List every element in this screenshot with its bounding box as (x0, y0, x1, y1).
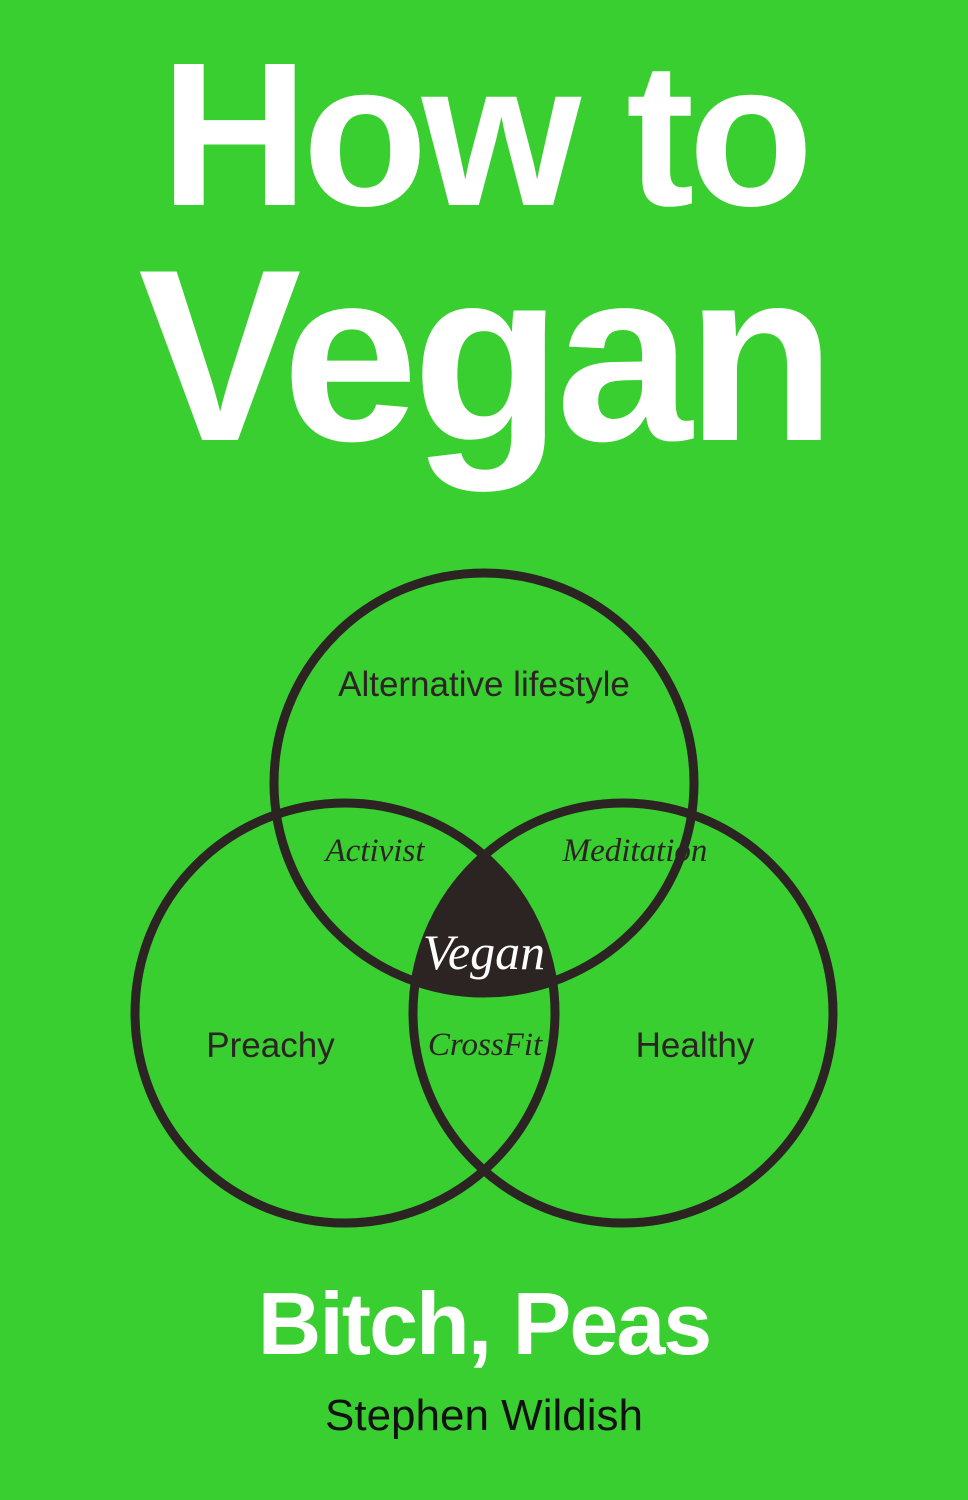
venn-label-meditation: Meditation (562, 833, 708, 869)
venn-label-preachy: Preachy (206, 1026, 335, 1065)
venn-label-healthy: Healthy (635, 1026, 755, 1065)
author-name: Stephen Wildish (325, 1391, 643, 1440)
venn-circle-alternative (269, 568, 699, 998)
title-line-2: Vegan (138, 217, 836, 492)
venn-label-crossfit: CrossFit (427, 1027, 543, 1063)
venn-circle-preachy (130, 798, 560, 1228)
venn-label-vegan: Vegan (422, 924, 546, 980)
venn-label-activist: Activist (325, 833, 425, 869)
page-title: How to Vegan (0, 20, 968, 492)
title-line-1: How to (160, 20, 813, 249)
venn-circle-healthy (408, 798, 838, 1228)
venn-label-alternative-lifestyle: Alternative lifestyle (338, 665, 630, 704)
cover-footer: Bitch, Peas Stephen Wildish (0, 1280, 968, 1438)
venn-center-fill (413, 803, 555, 993)
subtitle: Bitch, Peas (257, 1274, 712, 1373)
